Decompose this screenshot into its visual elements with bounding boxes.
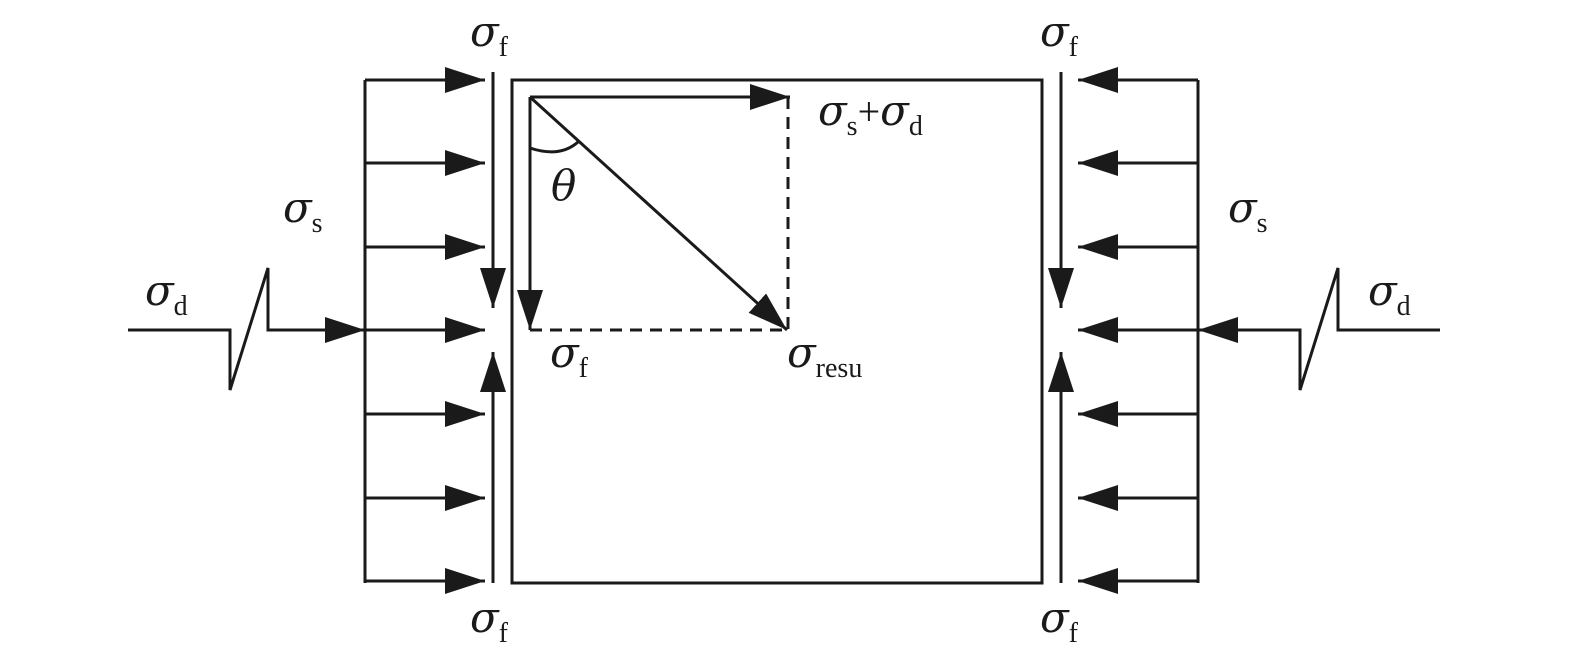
label-sigma-s-left: σs <box>283 183 323 239</box>
resultant-arrow <box>528 95 789 332</box>
right-sigma-d-impulse <box>1198 267 1440 391</box>
label-sigma-f-inner: σf <box>550 328 589 384</box>
label-sigma-f-top-right: σf <box>1040 7 1079 63</box>
label-sigma-f-top-left: σf <box>470 7 509 63</box>
theta-arc <box>529 140 579 154</box>
label-sigma-resu: σresu <box>787 328 862 384</box>
left-sigma-d-impulse <box>128 267 365 391</box>
label-theta: θ <box>551 161 576 210</box>
label-sigma-f-bottom-left: σf <box>470 593 509 649</box>
right-sigma-s-arrows <box>1078 67 1198 594</box>
label-sigma-d-left: σd <box>145 266 188 322</box>
left-sigma-s-arrows <box>365 67 485 594</box>
label-sigma-f-bottom-right: σf <box>1040 593 1079 649</box>
label-sigma-s-plus-sigma-d: σs+σd <box>818 86 923 142</box>
label-sigma-d-right: σd <box>1368 266 1411 322</box>
label-sigma-s-right: σs <box>1228 183 1268 239</box>
block <box>510 78 1044 585</box>
labels: σf σf σf σf σs σs σd σd σs+σd θ σf σresu <box>145 7 1411 649</box>
